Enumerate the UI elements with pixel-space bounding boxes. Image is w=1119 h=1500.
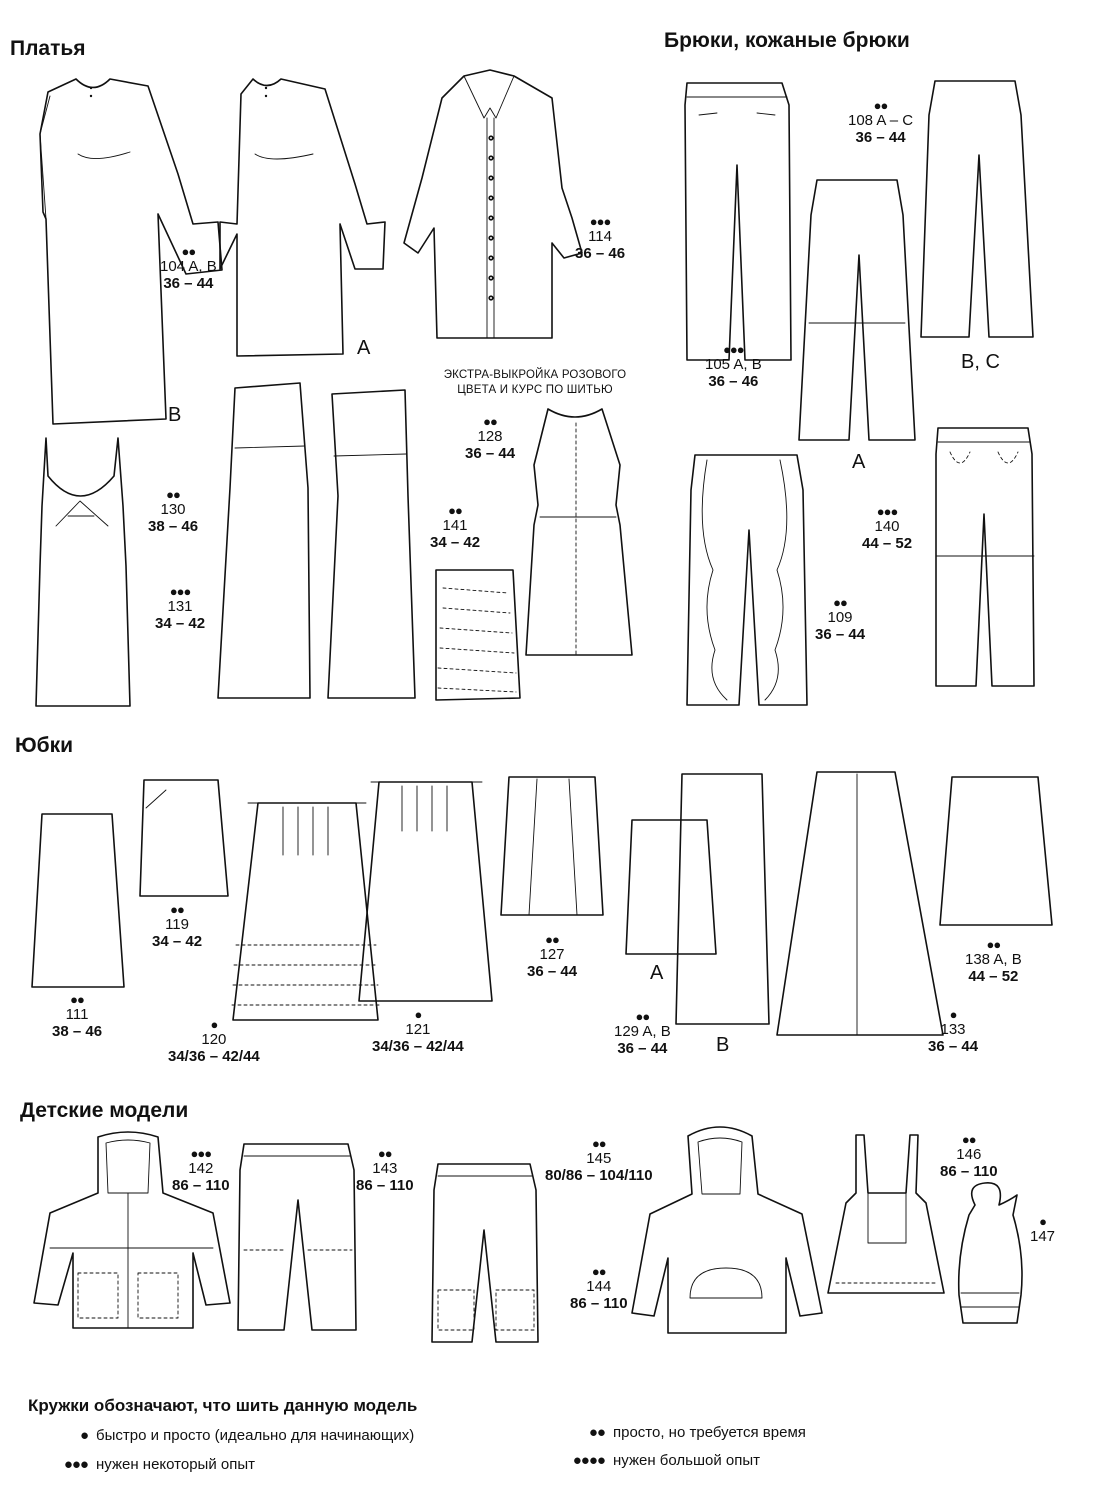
skirt-129b-sketch (675, 773, 770, 1025)
skirt-121-sketch (358, 781, 493, 1002)
dress-104a-sketch (219, 78, 386, 357)
label-143: ●● 143 86 – 110 (356, 1146, 414, 1194)
label-145: ●● 145 80/86 – 104/110 (545, 1136, 653, 1184)
label-119: ●● 119 34 – 42 (152, 902, 203, 950)
legend-item-4: ●●●●нужен большой опыт (572, 1452, 760, 1469)
label-121: ● 121 34/36 – 42/44 (372, 1007, 464, 1055)
trousers-109-sketch (686, 454, 808, 706)
label-109: ●● 109 36 – 44 (815, 595, 866, 643)
kids-hat-147-sketch (957, 1182, 1023, 1324)
variant-129b: B (716, 1034, 730, 1056)
label-144: ●● 144 86 – 110 (570, 1264, 628, 1312)
label-105: ●●● 105 A, B 36 – 46 (705, 342, 762, 390)
variant-108a: A (852, 451, 866, 473)
label-130: ●● 130 38 – 46 (148, 487, 199, 535)
legend-title: Кружки обозначают, что шить данную модел… (28, 1396, 418, 1415)
trousers-108bc-sketch (920, 80, 1034, 338)
label-129: ●● 129 A, B 36 – 44 (614, 1009, 671, 1057)
dress-114-sketch (403, 69, 583, 339)
label-128: ●● 128 36 – 44 (465, 414, 516, 462)
label-138: ●● 138 A, B 44 – 52 (965, 937, 1022, 985)
label-131: ●●● 131 34 – 42 (155, 584, 206, 632)
label-147: ● 147 (1030, 1214, 1056, 1245)
jeans-140-sketch (935, 427, 1035, 687)
legend-item-2: ●●просто, но требуется время (588, 1424, 806, 1441)
dress-141-sketch (327, 389, 416, 699)
skirt-111-sketch (31, 813, 125, 988)
section-title-skirts: Юбки (15, 734, 74, 757)
kids-pinafore-146-sketch (827, 1134, 945, 1294)
label-133: ● 133 36 – 44 (928, 1007, 979, 1055)
skirt-129a-sketch (625, 819, 717, 955)
kids-trousers-144-sketch (431, 1163, 539, 1343)
label-104: ●● 104 A, B 36 – 44 (160, 244, 217, 292)
kids-hoodie-145-sketch (631, 1126, 823, 1334)
label-108: ●● 108 A – C 36 – 44 (848, 98, 914, 146)
variant-104b: B (168, 404, 182, 426)
extra-pattern-note: ЭКСТРА-ВЫКРОЙКА РОЗОВОГО ЦВЕТА И КУРС ПО… (443, 369, 627, 396)
label-114: ●●● 114 36 – 46 (575, 214, 626, 262)
label-146: ●● 146 86 – 110 (940, 1132, 998, 1180)
section-title-dresses: Платья (10, 37, 86, 60)
label-140: ●●● 140 44 – 52 (862, 504, 913, 552)
skirt-127-sketch (500, 776, 604, 916)
section-title-trousers: Брюки, кожаные брюки (664, 29, 910, 52)
kids-trousers-143-sketch (237, 1143, 357, 1331)
dress-131-sketch (217, 382, 311, 699)
trousers-108a-sketch (798, 179, 916, 441)
label-120: ● 120 34/36 – 42/44 (168, 1017, 260, 1065)
skirt-138-sketch (939, 776, 1053, 926)
skirt-119-sketch (139, 779, 229, 897)
dress-104b-sketch (39, 78, 223, 425)
skirt-133-sketch (776, 771, 944, 1036)
label-141: ●● 141 34 – 42 (430, 503, 481, 551)
variant-108bc: B, C (961, 351, 1000, 373)
variant-104a: A (357, 337, 371, 359)
variant-129a: A (650, 962, 664, 984)
legend-item-3: ●●●нужен некоторый опыт (63, 1456, 255, 1473)
label-111: ●● 111 38 – 46 (52, 992, 103, 1040)
legend-item-1: ●быстро и просто (идеально для начинающи… (79, 1427, 415, 1444)
section-title-kids: Детские модели (20, 1099, 189, 1122)
dress-130-sketch (35, 437, 131, 707)
label-127: ●● 127 36 – 44 (527, 932, 578, 980)
trousers-105-sketch (684, 82, 792, 361)
kids-jacket-142-sketch (33, 1131, 231, 1329)
dress-128-sketch (525, 408, 633, 656)
label-142: ●●● 142 86 – 110 (172, 1146, 230, 1194)
skirt-120-sketch (231, 802, 381, 1021)
lace-skirt-sketch (435, 569, 521, 701)
